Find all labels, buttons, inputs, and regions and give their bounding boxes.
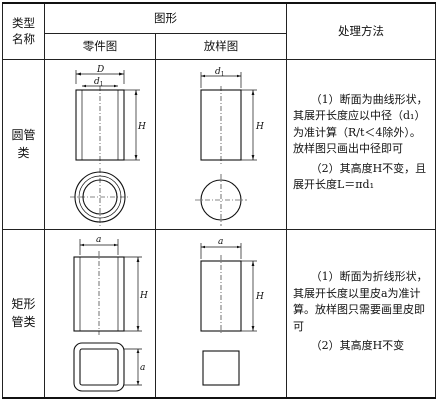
rect-tube-layout-cell: a H <box>155 228 287 399</box>
dim-H-rect: H <box>139 291 148 301</box>
method-round-p1: （1）断面为曲线形状，其展开长度应以中径（d₁）为准计算（R/t＜4除外）。放样… <box>293 92 428 156</box>
category-round-tube: 圆管 类 <box>2 58 45 230</box>
header-method: 处理方法 <box>286 2 436 60</box>
category-line1: 圆管 <box>11 128 36 142</box>
dim-H: H <box>137 122 146 132</box>
dim-d1: d1 <box>94 77 104 88</box>
header-type-line1: 类型 <box>12 16 35 31</box>
category-rect-tube: 矩形 管类 <box>2 228 45 399</box>
dim-a-side: a <box>140 363 145 373</box>
method-rect-tube: （1）断面为折线形状，其展开长度以里皮a为准计算。放样图只需要画里皮即可 （2）… <box>286 228 436 399</box>
rect-tube-part-drawing-icon: a H <box>73 235 148 392</box>
rect-tube-part-cell: a H <box>44 228 156 399</box>
dim-H-layout: H <box>255 122 264 132</box>
method-rect-p2: （2）其高度H不变 <box>310 339 405 352</box>
dim-d1-layout: d1 <box>215 67 225 78</box>
header-type-line2: 名称 <box>12 32 35 47</box>
header-figure: 图形 <box>44 2 287 34</box>
round-tube-layout-cell: d1 H <box>155 58 287 230</box>
category-line1: 矩形 <box>11 297 36 312</box>
header-row-1: 类型 名称 图形 处理方法 <box>2 2 436 60</box>
category-line2: 管类 <box>11 315 36 330</box>
round-tube-layout-drawing-icon: d1 H <box>195 67 264 226</box>
round-tube-part-cell: D d1 H <box>44 58 156 230</box>
method-rect-p1: （1）断面为折线形状，其展开长度以里皮a为准计算。放样图只需要画里皮即可 <box>293 270 428 333</box>
header-layout-drawing: 放样图 <box>155 32 287 60</box>
category-line2: 类 <box>17 146 30 160</box>
dim-D: D <box>96 65 104 75</box>
row-round-tube: 圆管 类 D d1 <box>2 58 436 230</box>
dim-a-layout: a <box>218 237 223 247</box>
method-round-p2: （2）其高度H不变，且展开长度L＝πd₁ <box>293 161 427 192</box>
header-part-drawing: 零件图 <box>44 32 156 60</box>
dim-H-rect-layout: H <box>255 292 264 302</box>
dim-a: a <box>96 235 101 245</box>
header-type-name: 类型 名称 <box>2 2 45 60</box>
rect-tube-layout-drawing-icon: a H <box>200 237 264 386</box>
header-row-2: 零件图 放样图 <box>3 32 436 60</box>
round-tube-part-drawing-icon: D d1 H <box>70 65 146 226</box>
method-round-tube: （1）断面为曲线形状，其展开长度应以中径（d₁）为准计算（R/t＜4除外）。放样… <box>286 58 436 230</box>
row-rect-tube: 矩形 管类 a <box>2 228 436 399</box>
